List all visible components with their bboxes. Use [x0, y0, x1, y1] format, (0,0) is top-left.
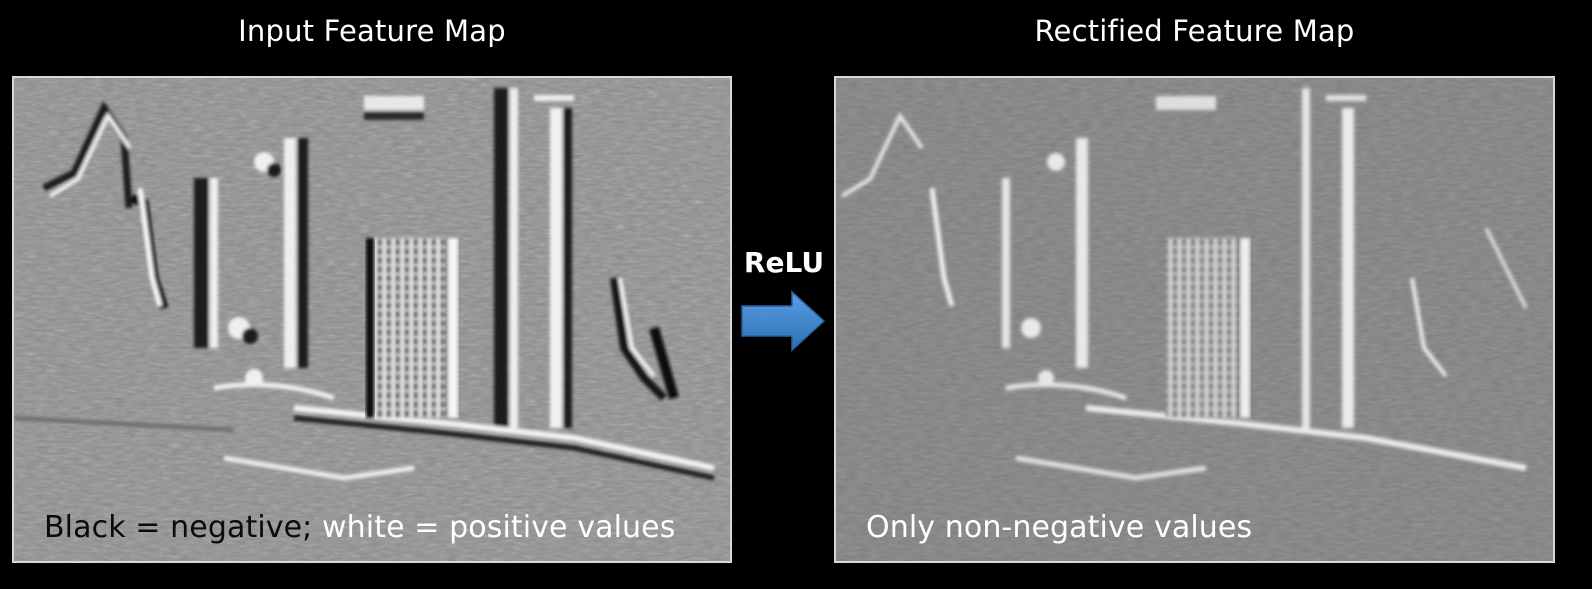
input-feature-map: Black = negative; white = positive value…	[12, 76, 732, 563]
caption-positive-part: white = positive values	[312, 510, 676, 545]
rectified-map-caption: Only non-negative values	[866, 510, 1253, 545]
input-map-caption: Black = negative; white = positive value…	[44, 510, 675, 545]
rectified-feature-map: Only non-negative values	[834, 76, 1555, 563]
rectified-feature-map-image	[836, 78, 1553, 561]
input-map-title: Input Feature Map	[238, 14, 506, 48]
right-arrow-icon	[741, 290, 826, 352]
caption-negative-part: Black = negative;	[44, 510, 313, 545]
rectified-map-title: Rectified Feature Map	[1034, 14, 1355, 48]
relu-label: ReLU	[743, 246, 825, 279]
input-feature-map-image	[14, 78, 730, 561]
